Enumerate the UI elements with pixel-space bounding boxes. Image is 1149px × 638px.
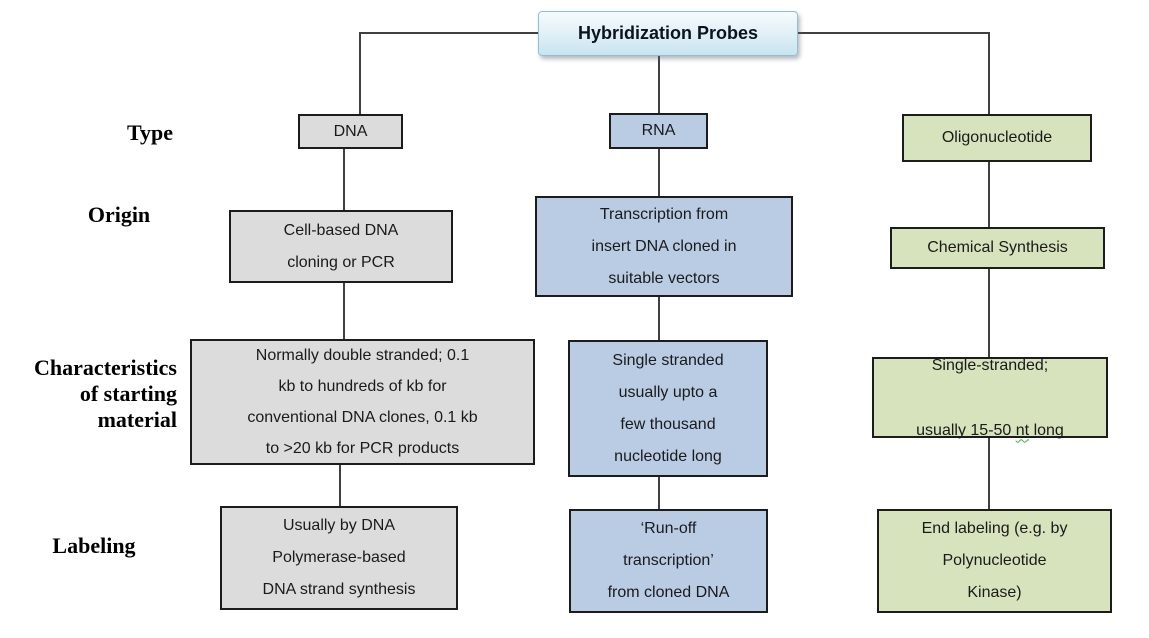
connector-line: [343, 149, 345, 210]
root-box-label: Hybridization Probes: [577, 23, 759, 43]
connector-line: [798, 32, 989, 34]
oligo-characteristics-line2-post: long: [1029, 421, 1064, 439]
oligo-labeling-text: End labeling (e.g. by Polynucleotide Kin…: [921, 520, 1068, 601]
rna-type-box: RNA: [609, 113, 708, 149]
connector-line: [988, 438, 990, 509]
rna-characteristics-box: Single stranded usually upto a few thous…: [568, 340, 768, 477]
rna-origin-text: Transcription from insert DNA cloned in …: [591, 205, 737, 287]
dna-labeling-box: Usually by DNA Polymerase-based DNA stra…: [220, 506, 458, 610]
connector-line: [658, 297, 660, 340]
dna-type-box: DNA: [298, 114, 403, 149]
oligo-characteristics-box: Single-stranded; usually 15-50 nt long: [872, 357, 1108, 439]
rna-labeling-text: ‘Run-off transcription’ from cloned DNA: [607, 520, 730, 601]
row-label-labeling: Labeling: [52, 533, 136, 558]
connector-line: [988, 269, 990, 357]
root-box-hybridization-probes: Hybridization Probes: [538, 11, 798, 56]
connector-line: [658, 477, 660, 509]
oligo-characteristics-line2: usually 15-50 nt long: [916, 414, 1064, 447]
dna-origin-box: Cell-based DNA cloning or PCR: [229, 210, 453, 283]
connector-line: [359, 32, 361, 114]
rna-type-label: RNA: [641, 122, 676, 139]
dna-type-label: DNA: [333, 122, 368, 140]
oligo-origin-box: Chemical Synthesis: [890, 227, 1105, 269]
dna-characteristics-text: Normally double stranded; 0.1 kb to hund…: [247, 347, 478, 457]
oligo-characteristics-text: Single-stranded; usually 15-50 nt long: [916, 317, 1064, 479]
connector-line: [658, 149, 660, 196]
oligo-characteristics-line2-pre: usually 15-50: [916, 421, 1016, 439]
row-label-type: Type: [126, 120, 174, 145]
rna-origin-box: Transcription from insert DNA cloned in …: [535, 196, 793, 297]
connector-line: [988, 162, 990, 227]
dna-origin-text: Cell-based DNA cloning or PCR: [283, 221, 399, 271]
dna-characteristics-box: Normally double stranded; 0.1 kb to hund…: [190, 339, 535, 465]
connector-line: [343, 283, 345, 339]
oligo-labeling-box: End labeling (e.g. by Polynucleotide Kin…: [877, 509, 1112, 613]
oligo-type-label: Oligonucleotide: [941, 129, 1053, 146]
row-label-characteristics: Characteristics of starting material: [34, 355, 177, 432]
connector-line: [360, 32, 538, 34]
dna-labeling-text: Usually by DNA Polymerase-based DNA stra…: [262, 517, 416, 598]
oligo-characteristics-line1: Single-stranded;: [931, 356, 1049, 374]
connector-line: [988, 32, 990, 114]
row-label-origin: Origin: [87, 202, 151, 227]
oligo-characteristics-nt: nt: [1015, 421, 1030, 439]
rna-labeling-box: ‘Run-off transcription’ from cloned DNA: [569, 509, 768, 613]
oligo-type-box: Oligonucleotide: [902, 114, 1092, 162]
rna-characteristics-text: Single stranded usually upto a few thous…: [612, 351, 724, 465]
oligo-origin-text: Chemical Synthesis: [927, 239, 1068, 256]
connector-line: [339, 465, 341, 506]
connector-line: [658, 56, 660, 114]
